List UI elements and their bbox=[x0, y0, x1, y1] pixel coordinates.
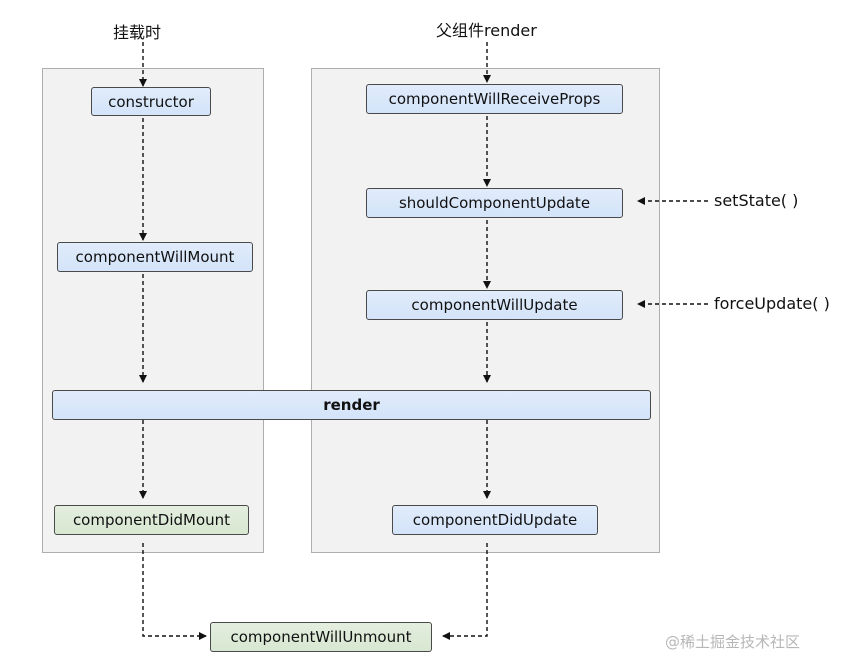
should-component-update-node: shouldComponentUpdate bbox=[366, 188, 623, 218]
edge-didmount-to-unmount bbox=[142, 543, 207, 640]
edge-didupdate-to-unmount bbox=[442, 543, 488, 640]
watermark: @稀土掘金技术社区 bbox=[665, 633, 801, 651]
render-node: render bbox=[52, 390, 651, 420]
parent-render-trigger-label: 父组件render bbox=[436, 21, 537, 40]
constructor-node: constructor bbox=[91, 87, 211, 116]
component-did-mount-node: componentDidMount bbox=[54, 505, 249, 535]
mount-panel bbox=[42, 68, 264, 553]
component-will-update-node: componentWillUpdate bbox=[366, 290, 623, 320]
component-will-mount-node: componentWillMount bbox=[57, 242, 253, 272]
forceupdate-trigger-label: forceUpdate( ) bbox=[714, 294, 830, 313]
mount-trigger-label: 挂载时 bbox=[113, 23, 162, 42]
component-will-receive-props-node: componentWillReceiveProps bbox=[366, 84, 623, 114]
component-did-update-node: componentDidUpdate bbox=[392, 505, 598, 535]
setstate-trigger-label: setState( ) bbox=[714, 191, 799, 210]
component-will-unmount-node: componentWillUnmount bbox=[210, 622, 432, 652]
